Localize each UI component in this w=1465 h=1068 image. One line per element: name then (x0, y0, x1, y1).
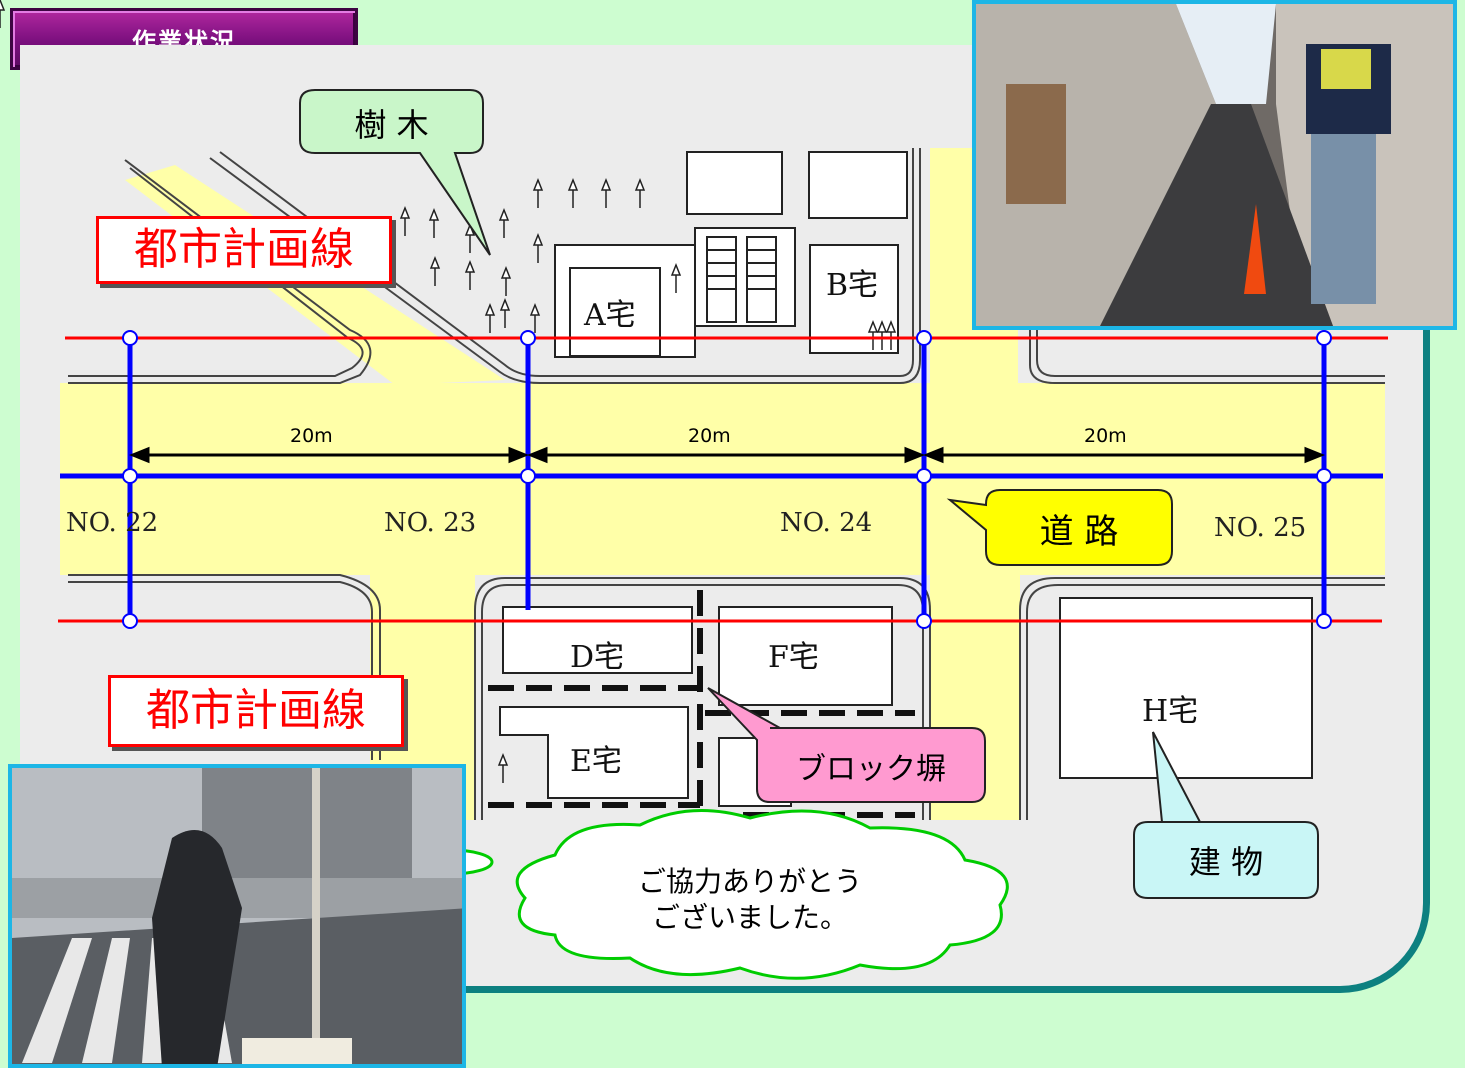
station-label: NO. 22 (66, 508, 159, 538)
block-wall (488, 590, 915, 818)
house-h-label: H宅 (1142, 694, 1199, 729)
house-b-label: B宅 (826, 268, 879, 303)
block-wall-callout (707, 687, 986, 803)
distance-label: 20m (290, 425, 333, 447)
distance-label: 20m (688, 425, 731, 447)
tree-symbols (0, 0, 896, 784)
thanks-line-2: ございました。 (651, 901, 848, 934)
survey-photo (8, 764, 466, 1068)
city-plan-line (58, 336, 1388, 623)
road-callout (946, 489, 1173, 566)
street-photo (972, 0, 1457, 330)
distance-label: 20m (1084, 425, 1127, 447)
house-f-label: F宅 (768, 640, 819, 675)
block-wall-label: ブロック塀 (796, 752, 946, 787)
trees-callout (299, 89, 491, 256)
thanks-line-1: ご協力ありがとう (637, 865, 862, 898)
building-callout (1133, 731, 1319, 899)
station-markers (122, 330, 1332, 629)
distance-arrows (128, 446, 1326, 464)
station-label: NO. 23 (384, 508, 477, 538)
station-label: NO. 24 (780, 508, 873, 538)
house-e-label: E宅 (570, 744, 622, 779)
station-label: NO. 25 (1214, 513, 1307, 543)
house-a-label: A宅 (584, 298, 636, 333)
city-plan-line-label: 都市計画線 (108, 675, 404, 747)
road-label: 道 路 (1039, 511, 1119, 552)
house-d-label: D宅 (570, 640, 625, 675)
trees-label: 樹 木 (354, 105, 429, 144)
building-label: 建 物 (1188, 843, 1264, 881)
city-plan-line-label: 都市計画線 (96, 216, 392, 284)
